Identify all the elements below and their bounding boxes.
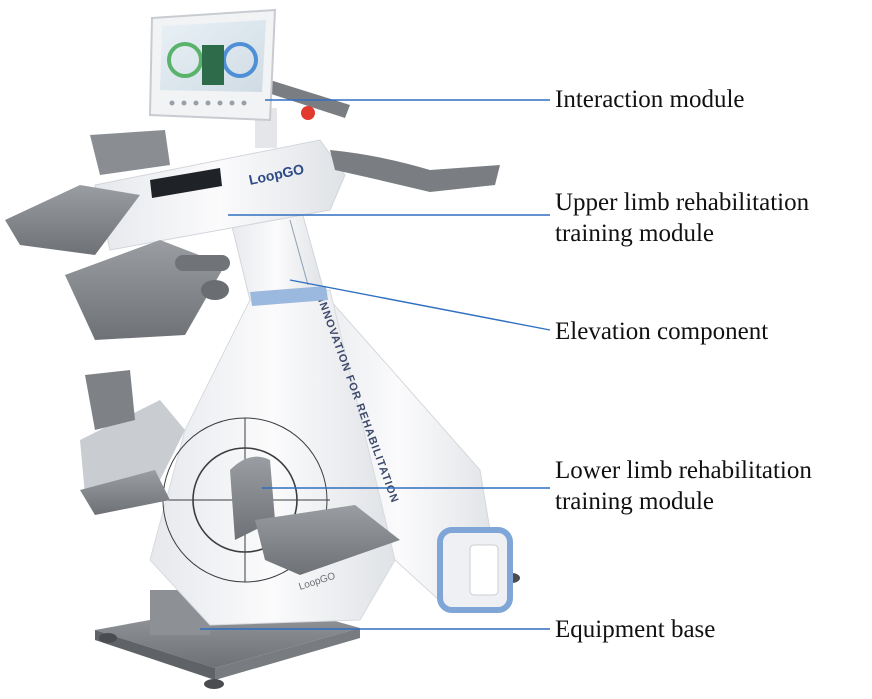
interaction-module-label-text: Interaction module xyxy=(555,86,745,113)
elevation-component-label: Elevation component xyxy=(555,316,768,347)
upper-limb-label-line2: training module xyxy=(555,220,714,247)
lower-limb-module: LoopGO xyxy=(80,370,400,593)
elevation-column xyxy=(227,204,328,306)
leader-lines xyxy=(200,99,551,630)
lower-limb-module-label: Lower limb rehabilitation training modul… xyxy=(555,455,812,517)
upper-limb-label-line1: Upper limb rehabilitation xyxy=(555,189,810,216)
equipment-base-label: Equipment base xyxy=(555,614,715,645)
equipment-base-label-text: Equipment base xyxy=(555,616,716,643)
upper-limb-module-label: Upper limb rehabilitation training modul… xyxy=(555,187,809,249)
elevation-component-label-text: Elevation component xyxy=(555,318,769,345)
interaction-module xyxy=(148,8,277,148)
upper-limb-module: LoopGO xyxy=(5,80,500,340)
leader-line-elevation xyxy=(289,279,551,331)
lower-limb-label-line2: training module xyxy=(555,488,714,515)
interaction-module-label: Interaction module xyxy=(555,84,745,115)
lower-limb-label-line1: Lower limb rehabilitation xyxy=(555,457,812,484)
